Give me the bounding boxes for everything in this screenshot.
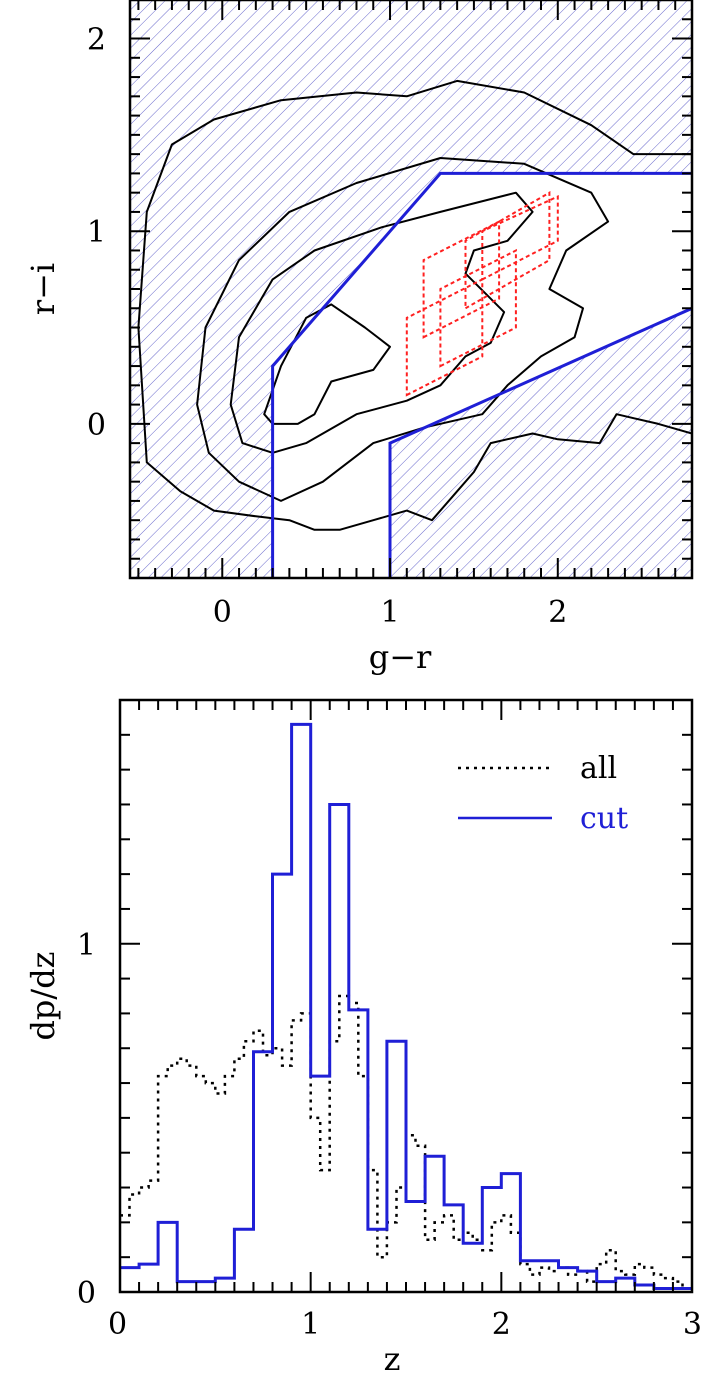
y-tick-label: 2 <box>87 23 106 58</box>
color-color-y-tick-labels: 0 1 2 <box>87 23 106 443</box>
contour-inner <box>263 303 391 425</box>
x-axis-label-g-r: g−r <box>369 638 432 676</box>
y-axis-label-r-i: r−i <box>24 263 62 315</box>
color-cut-boundaries <box>271 171 692 578</box>
redshift-plot-frame <box>118 698 694 1294</box>
cut-boundary-lower-right <box>388 306 692 578</box>
contour-second <box>229 191 534 454</box>
hatched-excluded-region <box>130 0 692 578</box>
density-contours <box>137 79 692 531</box>
legend-label-all: all <box>580 751 617 786</box>
x-tick-label: 1 <box>301 1307 320 1342</box>
x-tick-label: 3 <box>683 1307 702 1342</box>
selection-box-5 <box>481 194 559 282</box>
selection-box-4 <box>405 277 484 397</box>
x-axis-label-z: z <box>384 1340 401 1378</box>
selection-box-1 <box>422 219 501 339</box>
x-tick-label: 0 <box>108 1307 127 1342</box>
selection-box-2 <box>439 248 517 368</box>
x-tick-label: 2 <box>492 1307 511 1342</box>
redshift-x-tick-labels: 0 1 2 3 <box>108 1307 702 1342</box>
y-tick-label: 1 <box>87 215 106 250</box>
color-color-plot-area <box>130 0 692 578</box>
cut-boundary-upper-left <box>271 171 692 578</box>
contour-third <box>196 157 610 502</box>
color-color-x-tick-labels: 0 1 2 <box>213 595 568 630</box>
legend: all cut <box>458 751 628 836</box>
color-color-ticks <box>130 0 693 579</box>
y-tick-label: 0 <box>87 408 106 443</box>
legend-label-cut: cut <box>580 801 628 836</box>
redshift-plot-area <box>120 722 692 1290</box>
y-tick-label: 1 <box>77 928 96 963</box>
selection-boxes <box>405 190 559 397</box>
y-tick-label: 0 <box>77 1276 96 1311</box>
color-color-panel: 0 1 2 0 1 2 g−r r−i <box>24 0 694 676</box>
contour-outer <box>137 79 692 531</box>
x-tick-label: 2 <box>548 595 567 630</box>
histogram-series <box>120 722 692 1290</box>
x-tick-label: 1 <box>380 595 399 630</box>
x-tick-label: 0 <box>213 595 232 630</box>
redshift-y-tick-labels: 01 <box>77 928 96 1311</box>
selection-box-3 <box>464 190 551 311</box>
series-cut <box>120 722 692 1290</box>
y-axis-label-dpdz: dp/dz <box>24 951 62 1040</box>
redshift-ticks <box>119 699 693 1293</box>
